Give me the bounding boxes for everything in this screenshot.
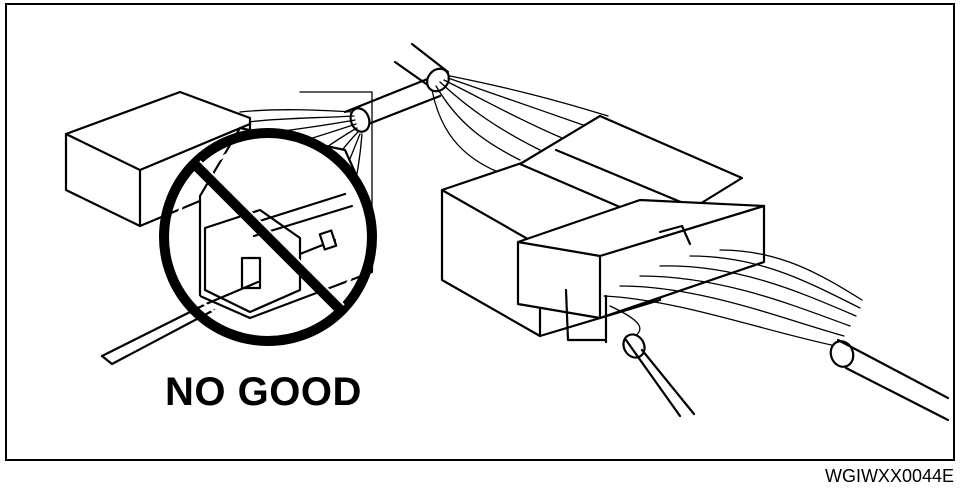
no-good-caption: NO GOOD <box>165 370 362 414</box>
left-connector <box>64 76 442 366</box>
right-connector <box>393 42 950 422</box>
prohibition-icon <box>159 128 377 346</box>
figure-code: WGIWXX0044E <box>824 466 954 486</box>
